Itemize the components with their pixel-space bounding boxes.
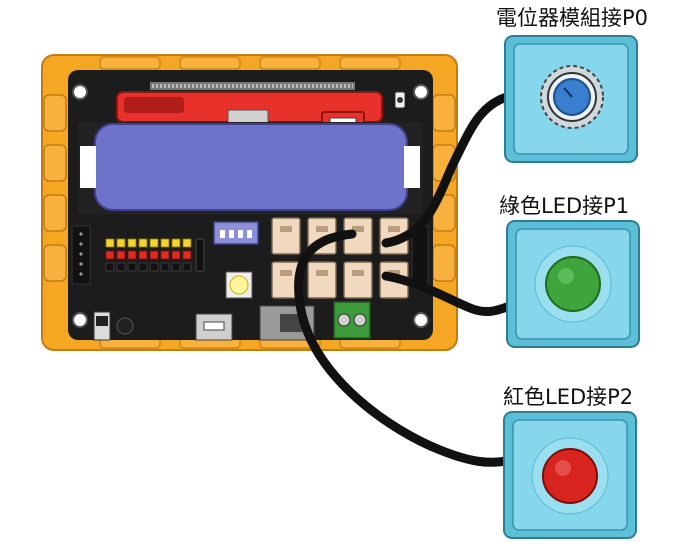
red-led-module xyxy=(503,411,637,539)
cable-p0 xyxy=(381,91,515,248)
battery xyxy=(78,122,423,214)
cable-p2 xyxy=(294,229,515,467)
blue-connector xyxy=(213,221,259,245)
red-led-icon xyxy=(542,448,598,504)
left-header xyxy=(71,225,91,285)
green-led-module xyxy=(506,220,640,348)
green-led-label: 綠色LED接P1 xyxy=(499,194,630,218)
cables xyxy=(294,91,517,467)
green-led-icon xyxy=(545,256,601,312)
pin-headers xyxy=(105,238,205,272)
knob-icon xyxy=(540,65,604,129)
potentiometer-module xyxy=(504,35,638,163)
edge-connector xyxy=(150,82,355,90)
cable-p1 xyxy=(381,271,517,317)
potentiometer-label: 電位器模組接P0 xyxy=(496,6,649,30)
red-led-label: 紅色LED接P2 xyxy=(503,385,634,409)
controller-board xyxy=(68,70,433,341)
